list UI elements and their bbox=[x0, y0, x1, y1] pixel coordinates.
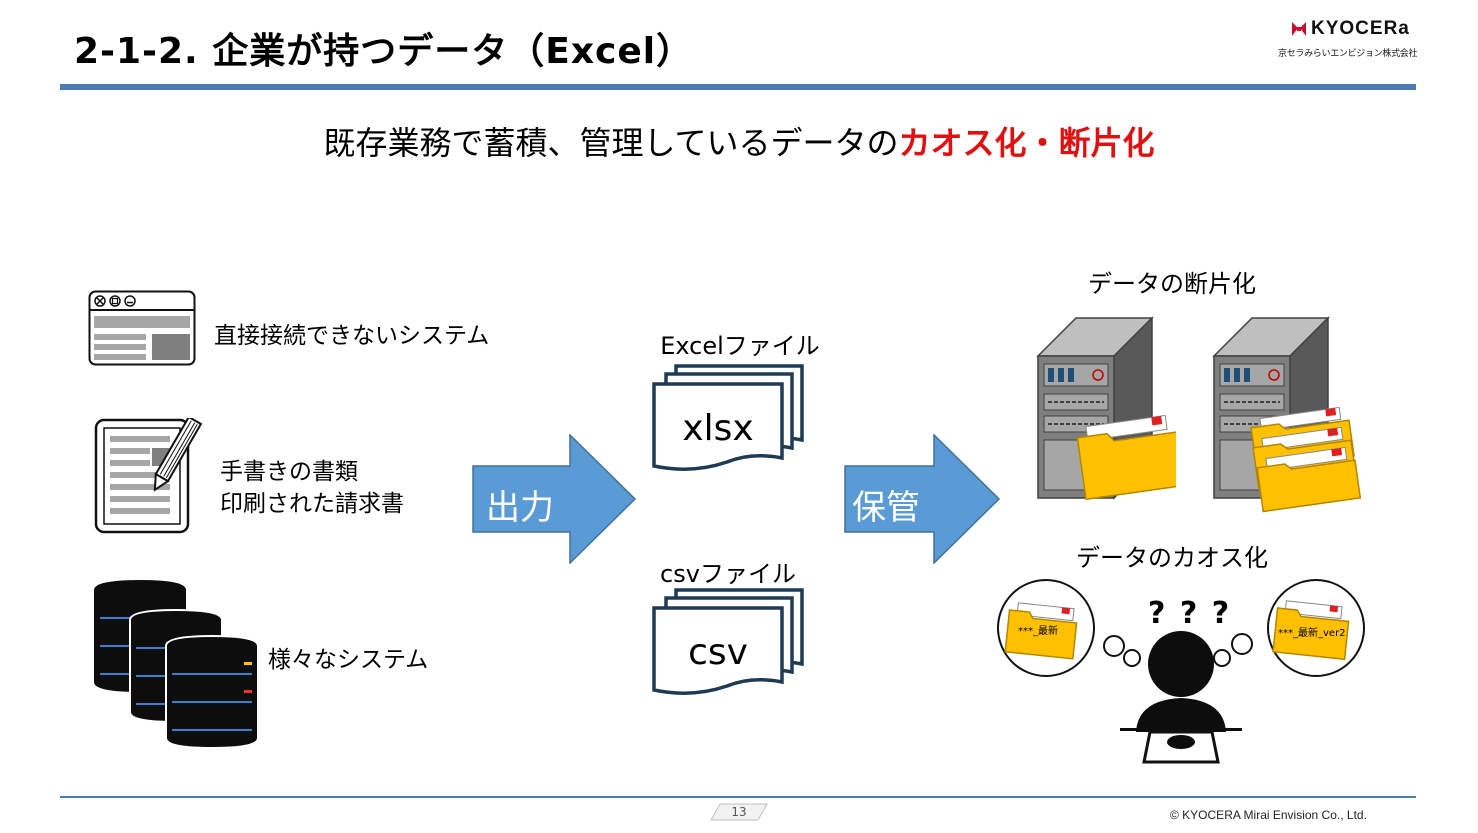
page-title: 2-1-2. 企業が持つデータ（Excel） bbox=[74, 31, 694, 72]
chaos-label: データのカオス化 bbox=[1076, 544, 1268, 572]
header-divider bbox=[60, 84, 1416, 90]
fragment-label: データの断片化 bbox=[1088, 270, 1256, 298]
system-window-icon bbox=[88, 290, 196, 366]
source-label-various-systems: 様々なシステム bbox=[268, 647, 429, 673]
copyright: © KYOCERA Mirai Envision Co., Ltd. bbox=[1170, 808, 1367, 822]
source-label-unconnectable-system: 直接接続できないシステム bbox=[214, 323, 490, 349]
thought-bubble-left-icon bbox=[997, 579, 1141, 677]
folder-right-name: ***_最新_ver2 bbox=[1278, 628, 1346, 639]
csv-document-stack-icon bbox=[652, 588, 804, 695]
clipboard-document-icon bbox=[94, 418, 203, 534]
csv-file-label: csvファイル bbox=[660, 560, 796, 588]
kyocera-mark-icon bbox=[1292, 22, 1306, 36]
csv-document-text: csv bbox=[688, 632, 748, 673]
source-label-handwritten: 手書きの書類 bbox=[220, 459, 358, 485]
page-number-tab-icon bbox=[710, 803, 768, 821]
headline: 既存業務で蓄積、管理しているデータのカオス化・断片化 bbox=[0, 118, 1478, 164]
excel-file-label: Excelファイル bbox=[660, 332, 820, 360]
logo-brand-text: KYOCERa bbox=[1311, 18, 1410, 39]
source-label-printed-invoice: 印刷された請求書 bbox=[220, 491, 404, 517]
excel-document-text: xlsx bbox=[682, 408, 754, 449]
folder-left-name: ***_最新 bbox=[1018, 626, 1058, 637]
kyocera-logo: KYOCERa 京セラみらいエンビジョン株式会社 bbox=[1278, 18, 1418, 59]
confused-person-icon bbox=[1120, 631, 1242, 764]
footer-divider bbox=[60, 796, 1416, 798]
question-marks: ? ? ? bbox=[1148, 596, 1232, 631]
logo-subtitle: 京セラみらいエンビジョン株式会社 bbox=[1278, 49, 1418, 59]
output-arrow-label: 出力 bbox=[486, 488, 554, 528]
excel-document-stack-icon bbox=[652, 364, 804, 471]
server-with-folders-icon bbox=[1212, 316, 1362, 513]
database-stack-icon bbox=[94, 580, 259, 750]
thought-bubble-right-icon bbox=[1213, 579, 1365, 677]
headline-highlight: カオス化・断片化 bbox=[898, 124, 1155, 162]
output-arrow-icon bbox=[472, 434, 636, 564]
page-number: 13 bbox=[731, 805, 747, 819]
server-with-folder-icon bbox=[1036, 316, 1176, 500]
headline-text: 既存業務で蓄積、管理しているデータの bbox=[323, 124, 899, 162]
store-arrow-icon bbox=[844, 434, 1000, 564]
store-arrow-label: 保管 bbox=[852, 488, 920, 528]
